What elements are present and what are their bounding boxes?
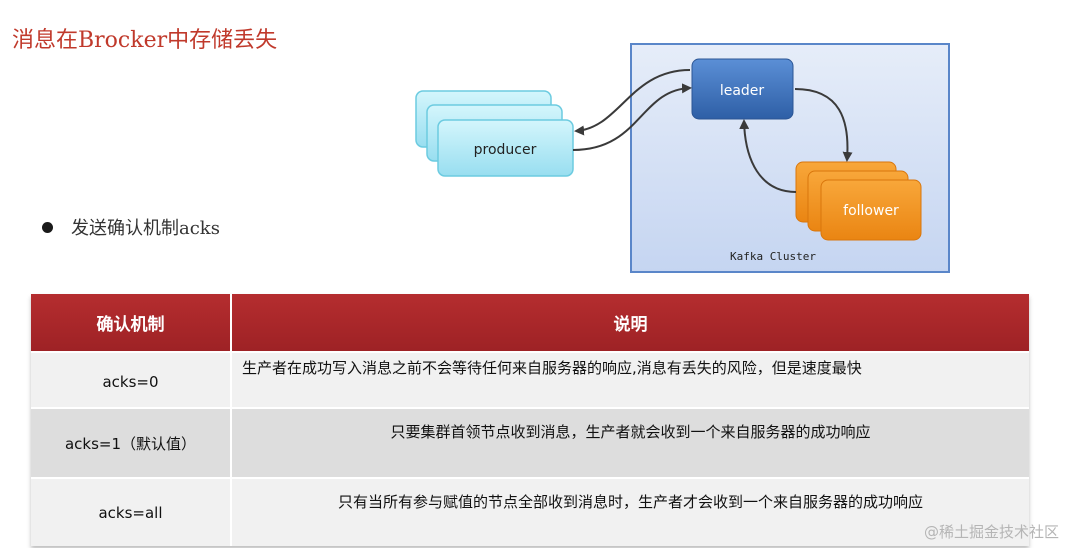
kafka-diagram: Kafka Cluster producer leader follower xyxy=(415,43,950,273)
bullet-acks: 发送确认机制acks xyxy=(42,214,220,240)
cell-description: 只要集群首领节点收到消息，生产者就会收到一个来自服务器的成功响应 xyxy=(231,407,1029,478)
bullet-text: 发送确认机制acks xyxy=(71,218,220,239)
cell-mechanism: acks=0 xyxy=(31,351,232,408)
producer-label: producer xyxy=(474,142,537,158)
arrow-leader-to-producer xyxy=(574,69,691,136)
producer-stack: producer xyxy=(415,90,574,177)
header-description: 说明 xyxy=(231,294,1029,352)
cell-description: 只有当所有参与赋值的节点全部收到消息时，生产者才会收到一个来自服务器的成功响应 xyxy=(231,477,1029,546)
header-mechanism: 确认机制 xyxy=(31,294,232,352)
cluster-label: Kafka Cluster xyxy=(730,250,816,263)
follower-label: follower xyxy=(843,203,899,219)
arrow-producer-to-leader xyxy=(572,83,692,151)
watermark: @稀土掘金技术社区 xyxy=(923,523,1059,541)
cell-mechanism: acks=1（默认值） xyxy=(31,407,232,478)
acks-table: 确认机制 说明 acks=0 生产者在成功写入消息之前不会等待任何来自服务器的响… xyxy=(31,294,1029,546)
arrow-follower-to-leader xyxy=(739,119,797,193)
follower-node xyxy=(820,179,922,241)
cell-description: 生产者在成功写入消息之前不会等待任何来自服务器的响应,消息有丢失的风险，但是速度… xyxy=(231,351,1029,408)
table-row: acks=0 生产者在成功写入消息之前不会等待任何来自服务器的响应,消息有丢失的… xyxy=(31,351,1029,408)
bullet-dot xyxy=(42,221,53,233)
leader-node xyxy=(691,58,794,120)
table-header-row: 确认机制 说明 xyxy=(31,294,1029,352)
leader-stack: leader xyxy=(691,58,794,120)
table-row: acks=all 只有当所有参与赋值的节点全部收到消息时，生产者才会收到一个来自… xyxy=(31,477,1029,546)
table-row: acks=1（默认值） 只要集群首领节点收到消息，生产者就会收到一个来自服务器的… xyxy=(31,407,1029,478)
cell-mechanism: acks=all xyxy=(31,477,232,546)
arrow-leader-to-follower xyxy=(794,88,853,162)
producer-node xyxy=(437,119,574,177)
leader-label: leader xyxy=(720,83,765,99)
follower-stack: follower xyxy=(795,161,922,241)
page-title: 消息在Brocker中存储丢失 xyxy=(12,28,278,53)
